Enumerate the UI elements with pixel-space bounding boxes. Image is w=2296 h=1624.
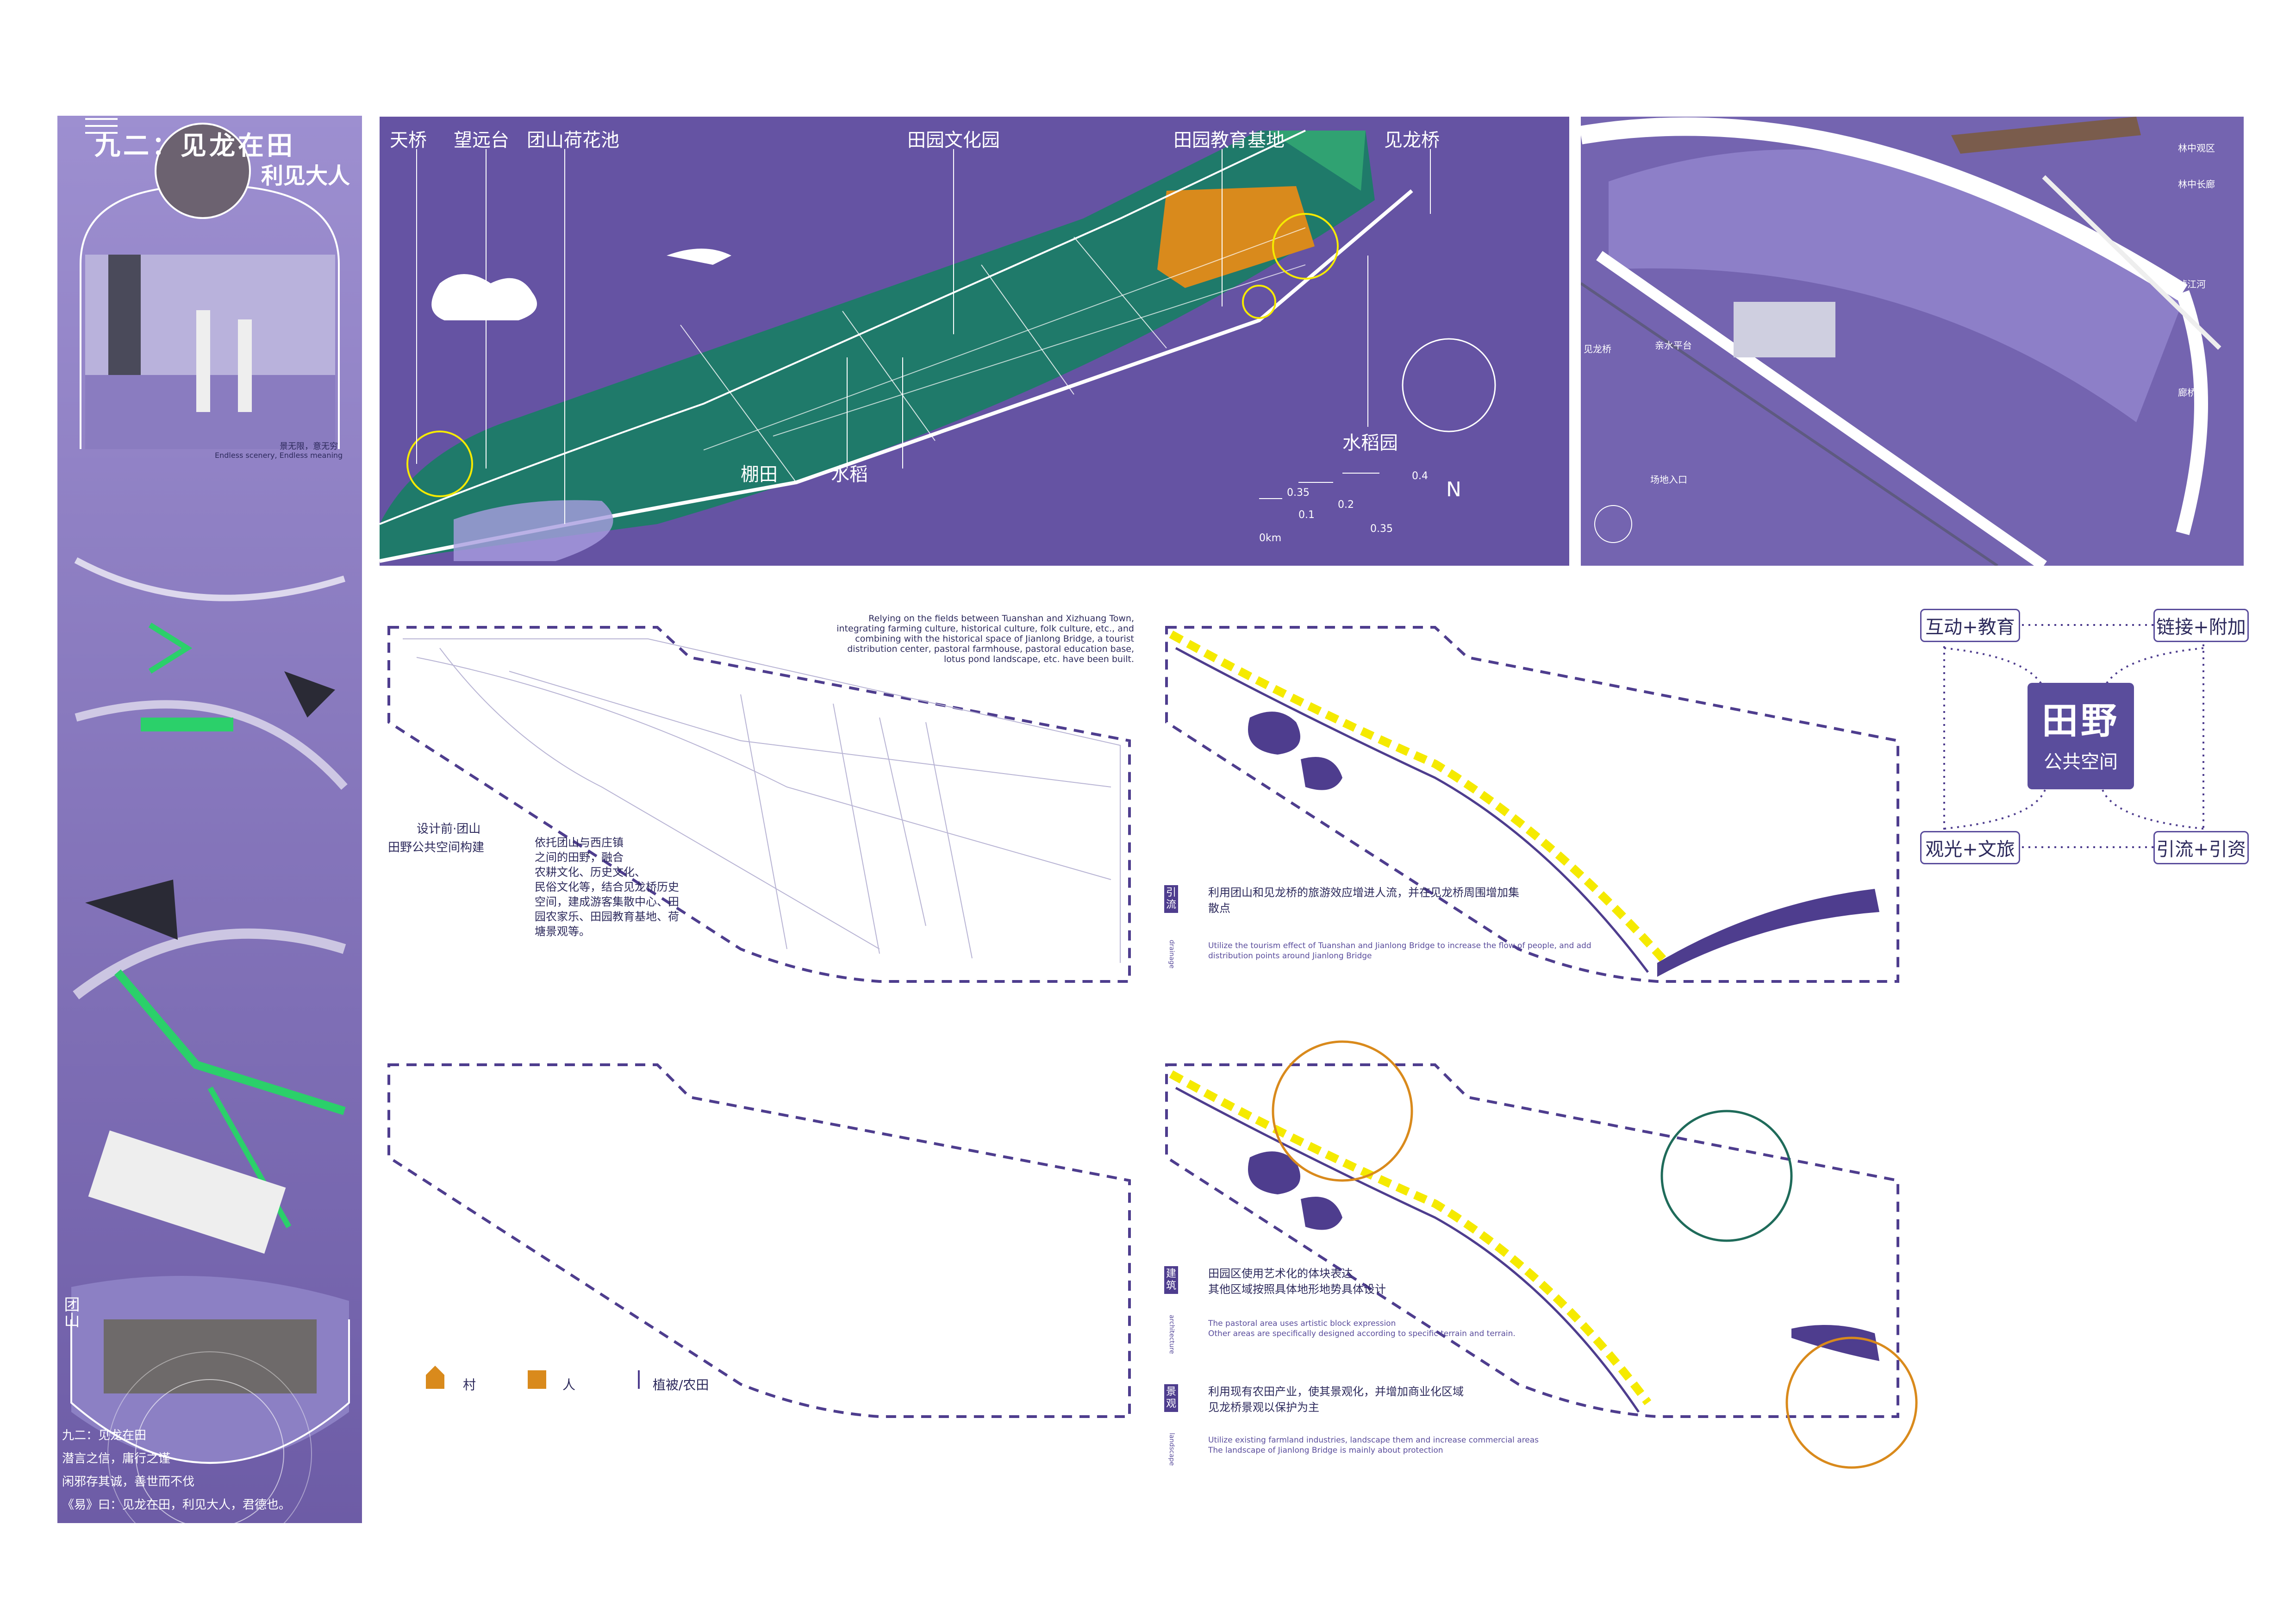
flow-note-cn-2: 散点: [1208, 902, 1230, 915]
landscape-note-cn-2: 见龙桥景观以保护为主: [1208, 1401, 1319, 1414]
map-label-rice: 水稻: [831, 464, 868, 485]
legend-village: 村: [463, 1377, 476, 1393]
map-label-lotus-pond: 团山荷花池: [527, 130, 619, 151]
landscape-tag: 景观: [1164, 1384, 1178, 1412]
landscape-note-cn-1: 利用现有农田产业，使其景观化，并增加商业化区域: [1208, 1385, 1464, 1398]
scale-04: 0.4: [1412, 470, 1428, 482]
flow-note-cn-1: 利用团山和见龙桥的旅游效应增进人流，并在见龙桥周围增加集: [1208, 886, 1519, 899]
strip-artwork: [57, 116, 362, 1523]
map-label-terrace-field: 棚田: [741, 464, 778, 485]
before-text-3: 农耕文化、历史文化、: [535, 866, 646, 879]
strip-title-line1: 九二：见龙在田: [94, 131, 295, 161]
iso-artwork: [1581, 117, 2244, 566]
map-label-jianlong-bridge: 见龙桥: [1384, 130, 1440, 151]
strip-caption-en: Endless scenery, Endless meaning: [215, 451, 343, 460]
build-tag: 建筑: [1164, 1266, 1178, 1294]
legend-people: 人: [562, 1377, 576, 1393]
scale-035a: 0.35: [1287, 487, 1310, 499]
scale-01: 0.1: [1298, 509, 1315, 521]
strip-caption-cn: 景无限，意无穷: [280, 442, 338, 451]
map-label-lookout: 望远台: [454, 130, 509, 151]
iso-bridge-view: 林中观区 林中长廊 泸江河 廊桥 场地入口 亲水平台 见龙桥: [1581, 117, 2244, 566]
flow-tag: 引流: [1164, 885, 1178, 913]
concept-attract-invest: 引流+引资: [2153, 831, 2249, 864]
strip-poem-4: 《易》曰：见龙在田，利见大人，君德也。: [62, 1498, 291, 1512]
before-text-5: 空间，建成游客集散中心、田: [535, 895, 679, 908]
before-title-1: 设计前·团山: [417, 822, 481, 836]
legend-vegetation: 植被/农田: [653, 1377, 709, 1393]
map-label-skybridge: 天桥: [390, 130, 427, 151]
map-label-rice-garden: 水稻园: [1342, 432, 1398, 454]
iso-label-forest-view: 林中观区: [2178, 143, 2215, 154]
before-text-7: 塘景观等。: [535, 925, 590, 938]
concept-center-subtitle: 公共空间: [2044, 751, 2118, 773]
build-note-cn-1: 田园区使用艺术化的体块表达: [1208, 1267, 1353, 1280]
build-tag-en: architecture: [1168, 1315, 1175, 1354]
site-plan-map: 天桥 望远台 团山荷花池 田园文化园 田园教育基地 见龙桥 棚田 水稻 水稻园 …: [380, 117, 1569, 566]
before-text-2: 之间的田野，融合: [535, 851, 624, 864]
build-note-cn-2: 其他区域按照具体地形地势具体设计: [1208, 1283, 1386, 1296]
strip-title-line2: 利见大人: [261, 163, 350, 189]
before-title-2: 田野公共空间构建: [388, 841, 485, 855]
concept-sightseeing-tourism: 观光+文旅: [1920, 831, 2020, 864]
map-label-culture-park: 田园文化园: [907, 130, 1000, 151]
landscape-tag-en: landscape: [1168, 1433, 1175, 1466]
iso-label-entrance: 场地入口: [1650, 474, 1687, 485]
left-strip: 九二：见龙在田 利见大人 景无限，意无穷 Endless scenery, En…: [57, 116, 362, 1523]
concept-interaction-education: 互动+教育: [1920, 609, 2020, 642]
concept-center-title: 田野: [2041, 700, 2120, 742]
scale-035b: 0.35: [1370, 523, 1393, 535]
build-note-en-1: The pastoral area uses artistic block ex…: [1208, 1319, 1396, 1328]
iso-label-lujiang-river: 泸江河: [2178, 279, 2206, 290]
flow-note-en-2: distribution points around Jianlong Brid…: [1208, 951, 1372, 961]
strip-poem-2: 潜言之信，庸行之谨: [62, 1452, 171, 1466]
strip-poem-3: 闲邪存其诚，善世而不伐: [62, 1475, 195, 1489]
concept-link-attach: 链接+附加: [2153, 609, 2249, 642]
scale-0km: 0km: [1259, 532, 1282, 544]
before-text-4: 民俗文化等，结合见龙桥历史: [535, 881, 679, 893]
iso-label-covered-bridge: 廊桥: [2178, 387, 2196, 398]
iso-label-waterfront: 亲水平台: [1655, 340, 1692, 351]
landscape-note-en-1: Utilize existing farmland industries, la…: [1208, 1436, 1539, 1445]
before-text-1: 依托团山与西庄镇: [535, 836, 624, 849]
north-arrow-icon: N: [1446, 478, 1461, 501]
flow-note-en-1: Utilize the tourism effect of Tuanshan a…: [1208, 941, 1591, 950]
landscape-note-en-2: The landscape of Jianlong Bridge is main…: [1208, 1446, 1443, 1455]
map-label-education-base: 田园教育基地: [1173, 130, 1285, 151]
strip-medallion: [155, 123, 251, 219]
strip-poem-1: 九二：见龙在田: [62, 1429, 147, 1443]
strip-vertical-text: 团山: [61, 1296, 80, 1328]
concept-center: 田野 公共空间: [2028, 683, 2134, 789]
desc-en: Relying on the fields between Tuanshan a…: [836, 613, 1134, 664]
flow-tag-en: drainage: [1168, 940, 1175, 969]
iso-label-jianlong: 见龙桥: [1584, 344, 1611, 355]
before-text-6: 园农家乐、田园教育基地、荷: [535, 910, 679, 923]
scale-02: 0.2: [1338, 499, 1354, 511]
site-plan-artwork: [380, 130, 1496, 563]
iso-label-forest-corridor: 林中长廊: [2178, 179, 2215, 190]
build-note-en-2: Other areas are specifically designed ac…: [1208, 1329, 1516, 1338]
